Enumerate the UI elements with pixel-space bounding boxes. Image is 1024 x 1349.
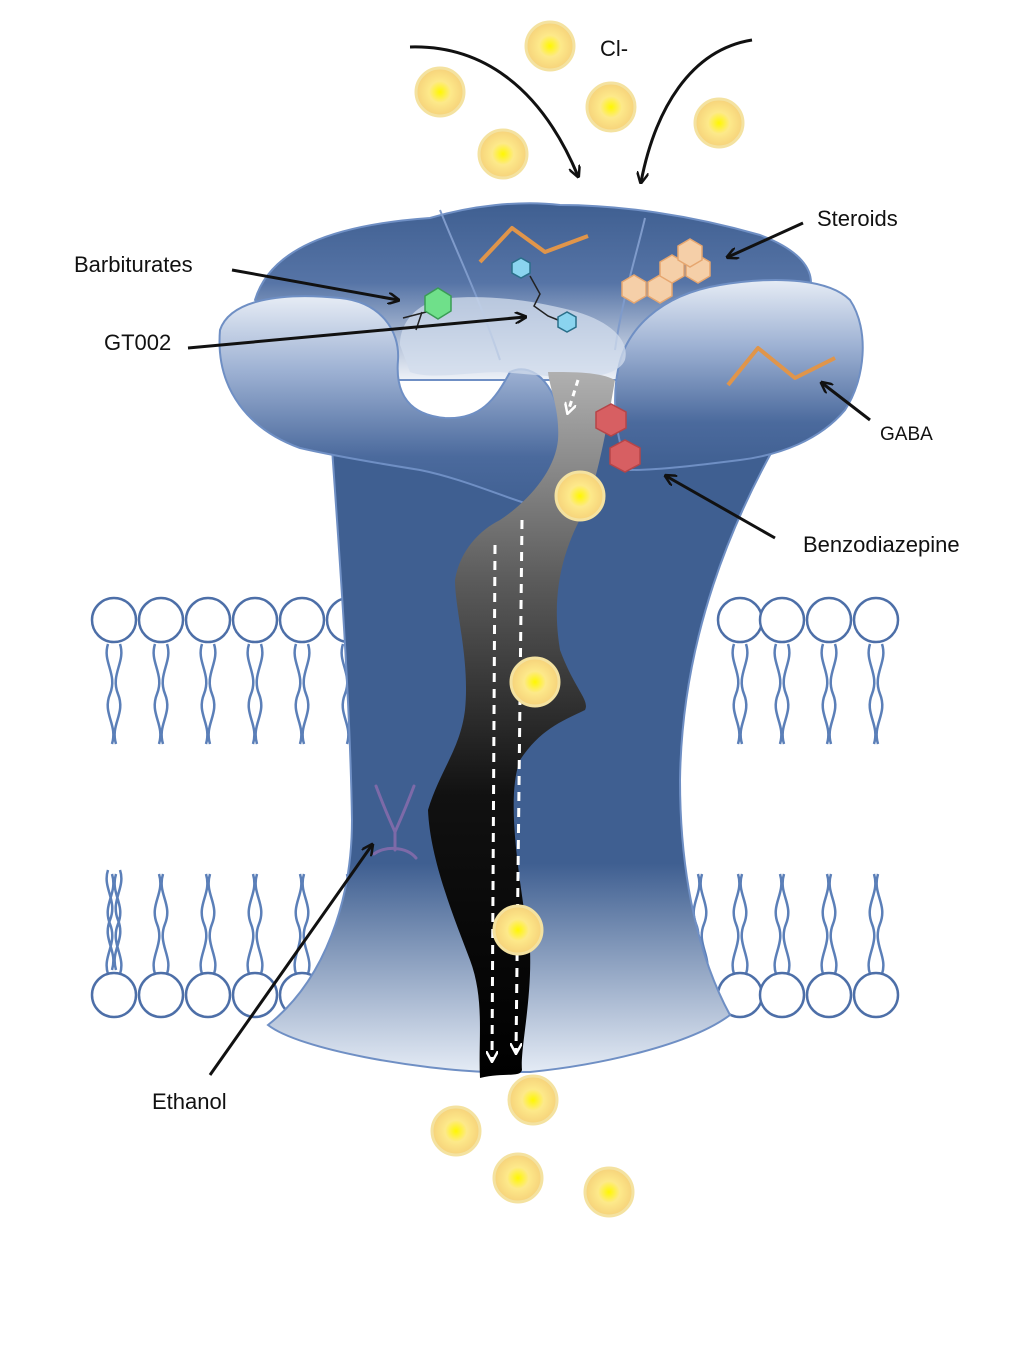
steroids-pointer-arrow: [728, 221, 804, 257]
gt002-pointer-arrow: [187, 317, 525, 350]
chloride-ion: [507, 1074, 559, 1126]
chloride-ion: [477, 128, 529, 180]
gt002-label: GT002: [104, 330, 171, 355]
benzodiazepine-pointer-arrow: [666, 476, 776, 540]
chloride-ion: [492, 904, 544, 956]
gaba-ligand-right: [726, 346, 836, 387]
chloride-ion: [524, 20, 576, 72]
chloride-label: Cl-: [600, 36, 628, 61]
chloride-ion: [583, 1166, 635, 1218]
ion-pore: [428, 372, 615, 1078]
barbiturates-label: Barbiturates: [74, 252, 193, 277]
ion-entry-arrow-right: [641, 38, 753, 182]
ethanol-site-icon: [372, 784, 418, 860]
receptor-left-lobe: [218, 295, 562, 512]
ethanol-label: Ethanol: [152, 1089, 227, 1114]
steroids-label: Steroids: [817, 206, 898, 231]
ion-entry-arrow-left: [409, 45, 578, 176]
ion-flow-arrow-top: [568, 379, 580, 412]
chloride-ion: [492, 1152, 544, 1204]
membrane-right: [691, 596, 900, 1019]
gt002-molecule: [511, 257, 577, 333]
gaba-label: GABA: [880, 424, 933, 445]
pointer-arrows: [187, 38, 871, 1076]
chloride-ions: [414, 20, 745, 1218]
barbiturates-pointer-arrow: [231, 268, 398, 300]
barbiturate-molecule: [402, 287, 452, 331]
benzodiazepine-label: Benzodiazepine: [803, 532, 960, 557]
receptor-channel: [218, 202, 864, 1078]
benzodiazepine-molecule: [595, 403, 641, 473]
chloride-ion: [554, 470, 606, 522]
chloride-ion: [509, 656, 561, 708]
gaba-ligand-top: [478, 226, 589, 264]
ion-flow-arrow-right: [516, 519, 524, 1052]
ion-flow-arrow-left: [492, 544, 495, 1060]
ethanol-pointer-arrow: [208, 845, 372, 1076]
chloride-ion: [430, 1105, 482, 1157]
chloride-ion: [414, 66, 466, 118]
gaba-pointer-arrow: [822, 383, 871, 422]
chloride-ion: [585, 81, 637, 133]
chloride-ion: [693, 97, 745, 149]
steroid-molecule: [621, 238, 711, 304]
